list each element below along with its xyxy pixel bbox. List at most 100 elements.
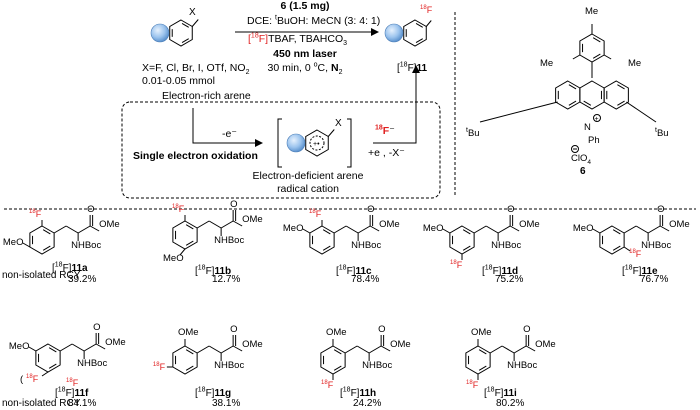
double-bond	[612, 245, 621, 251]
double-bond	[48, 347, 57, 353]
product-11g-co	[220, 345, 234, 354]
product-11f-ch2	[59, 343, 73, 352]
catalyst-me-top: Me	[585, 6, 599, 17]
radical-dot-plus: +•	[313, 141, 320, 148]
f18-label: 18F	[66, 378, 79, 388]
catalyst-counterion: ClO4	[571, 153, 591, 166]
f18-label: 18F	[152, 362, 166, 372]
double-bond	[617, 100, 625, 106]
double-bond	[185, 224, 194, 230]
product-11f-rcy: 84.1%	[68, 398, 97, 409]
product-11e-o-bond	[592, 228, 601, 234]
time-temp-conditions: 30 min, 0 oC, N2	[267, 61, 343, 77]
product-11b-label: [18F]11b	[195, 264, 232, 277]
product-11i-ch2	[489, 345, 503, 354]
cation-charge	[593, 114, 601, 122]
product-11a-nhboc: NHBoc	[71, 240, 102, 251]
mechanism-box	[121, 101, 441, 199]
f18-label: 18F	[172, 204, 185, 214]
product-11a-carbonyl-o: O	[87, 204, 95, 215]
product-11e-ch2	[623, 225, 637, 234]
double-bond	[568, 84, 577, 90]
product-11f-paren: (	[20, 374, 24, 385]
product-11b-ch2	[196, 220, 210, 229]
rcy-label-row2: non-isolated RCY	[2, 398, 81, 409]
f18-label: 18F	[321, 380, 334, 390]
product-11a-methoxy: MeO	[2, 237, 24, 248]
acridine-left-ring	[555, 80, 581, 110]
mesityl-ring	[579, 33, 605, 63]
methyl-bond	[572, 54, 581, 60]
product-11i-methoxy: OMe	[471, 327, 492, 338]
product-11d-label: [18F]11d	[482, 264, 519, 277]
double-bond	[185, 365, 194, 371]
product-sphere-icon	[384, 23, 404, 43]
product-11h-ome: OMe	[390, 339, 411, 350]
double-bond	[185, 349, 194, 355]
double-bond	[181, 38, 189, 43]
double-bond	[478, 365, 487, 371]
product-11a-ester	[89, 225, 100, 232]
product-11f-f-bond	[41, 371, 49, 377]
f18-label: 18F	[26, 374, 39, 384]
product-11c-methoxy: MeO	[282, 223, 304, 234]
scheme-lines	[4, 12, 696, 210]
product-11a-co	[77, 225, 91, 234]
product-11i-ring	[465, 345, 491, 375]
product-11a-ch2	[53, 225, 67, 234]
double-bond	[478, 349, 487, 355]
product-11b-rcy: 12.7%	[212, 274, 241, 285]
double-bond	[42, 245, 51, 251]
plus-sign: +	[595, 116, 599, 123]
product-11d-o-bond	[442, 228, 451, 234]
product-11d-ring	[449, 225, 475, 255]
product-11h-co	[368, 345, 382, 354]
product-11e-f-bond	[623, 246, 631, 252]
f18-label: 18F	[466, 380, 479, 390]
product-11b-co	[220, 220, 234, 229]
product-11b-ester	[232, 220, 243, 227]
laser-condition: 450 nm laser	[273, 48, 337, 60]
c-x-bond	[191, 19, 199, 27]
catalyst-number: 6	[580, 166, 586, 177]
product-11c-ch2	[333, 225, 347, 234]
product-11g-ch2	[196, 345, 210, 354]
product-11f-carbonyl-o: O	[93, 322, 101, 333]
product-11e-ch	[635, 225, 649, 234]
c-x-bond	[327, 129, 335, 137]
substrate-description: Electron-rich arene	[162, 90, 251, 102]
double-bond	[462, 229, 471, 235]
product-11h-ch2	[344, 345, 358, 354]
product-11h-ring	[320, 345, 346, 375]
catalyst-tbu-left: tBu	[466, 126, 480, 139]
substrate-amount: 0.01-0.05 mmol	[142, 75, 215, 87]
product-11b-o-bond	[179, 248, 186, 256]
product-11f-methoxy: MeO	[8, 341, 30, 352]
mechanism-step-label: Single electron oxidation	[133, 150, 258, 162]
spheres	[150, 23, 404, 153]
fluoride-label: 18F⁻	[375, 124, 395, 138]
product-11e-rcy: 76.7%	[640, 274, 669, 285]
acridine-right-ring	[603, 80, 629, 110]
f18-label: 18F	[309, 209, 322, 219]
double-bond	[42, 229, 51, 235]
product-11b-carbonyl-o: O	[230, 199, 238, 210]
product-11i-label: [18F]11i	[484, 386, 517, 399]
c-f-bond	[425, 20, 432, 27]
tbu-bond	[479, 101, 558, 123]
product-11b-methoxy: MeO	[163, 253, 184, 264]
substrate-x-label: X	[189, 7, 196, 18]
product-11h-ester	[380, 345, 391, 352]
product-11g-ch	[208, 345, 222, 354]
product-11f-ch	[71, 343, 85, 352]
product-11e-ome: OMe	[669, 219, 690, 230]
double-bond	[462, 245, 471, 251]
double-bond	[185, 240, 194, 246]
substrate-sphere-icon	[150, 23, 170, 43]
product-11g-ring	[172, 345, 198, 375]
radical-delocalization	[309, 135, 325, 151]
catalyst-me-right: Me	[628, 58, 642, 69]
substrate-ring	[169, 19, 193, 47]
product-11e-carbonyl-o: O	[657, 204, 665, 215]
